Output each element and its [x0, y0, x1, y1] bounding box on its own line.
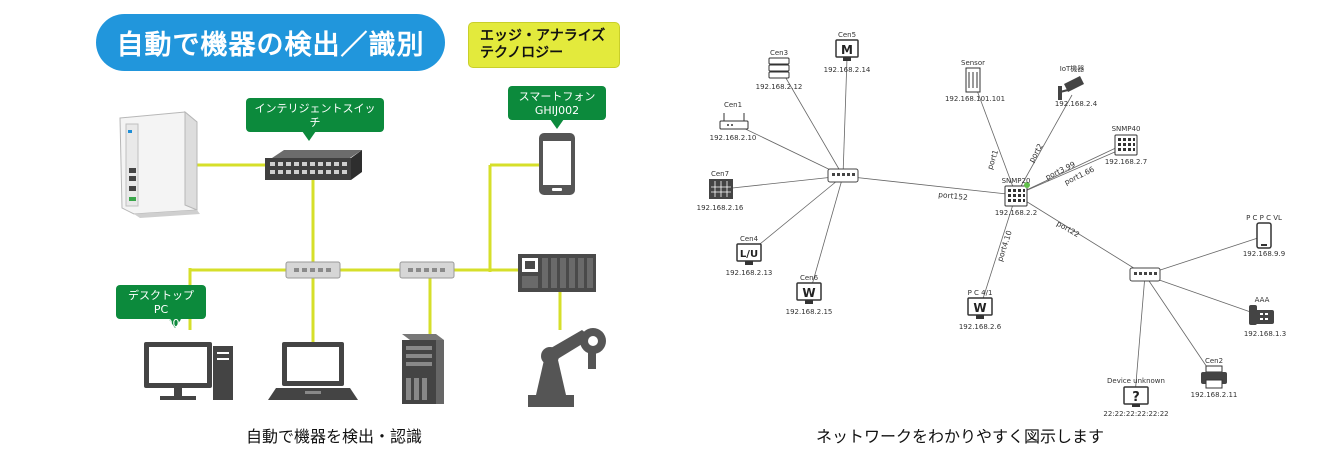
node-glyph: M — [841, 43, 853, 57]
node-glyph: ? — [1132, 390, 1140, 405]
node-ip: 192.168.2.10 — [710, 134, 757, 142]
cables — [188, 163, 562, 345]
plc-icon — [518, 254, 596, 292]
node-ip: 192.168.2.7 — [1105, 158, 1147, 166]
switch-callout: インテリジェントスイッチ ABCD001 — [246, 98, 384, 143]
node-name: Cen6 — [800, 274, 819, 282]
smartphone-icon — [539, 133, 575, 195]
node-name: Cen1 — [724, 101, 742, 109]
node-name: P C P C VL — [1246, 214, 1282, 222]
node-ip: 192.168.2.16 — [697, 204, 744, 212]
hub-icon — [827, 168, 859, 183]
callout-line: EFGH003 — [135, 317, 187, 330]
node-name: Cen4 — [740, 235, 759, 243]
telephone-icon — [1249, 305, 1274, 325]
node-ip: 192.168.1.3 — [1244, 330, 1286, 338]
node-ip: 192.168.2.14 — [824, 66, 871, 74]
topology-links — [722, 57, 1265, 396]
monitor-lu-icon: L/U — [736, 243, 762, 265]
node-ip: 22:22:22:22:22:22 — [1103, 410, 1168, 418]
technology-badge: エッジ・アナライズ テクノロジー — [468, 22, 620, 68]
node-name: SNMP20 — [1002, 177, 1031, 185]
switch-grid-icon — [1004, 182, 1030, 207]
node-name: P C 4/1 — [968, 289, 993, 297]
node-name: Sensor — [961, 59, 985, 67]
port-label: port152 — [938, 190, 969, 202]
phone-icon — [1256, 222, 1272, 249]
monitor-m-icon: M — [835, 39, 859, 61]
port-label: port22 — [1055, 219, 1081, 239]
callout-line: ABCD001 — [288, 130, 342, 143]
left-caption: 自動で機器を検出・認識 — [246, 427, 423, 446]
port-label: port1 — [985, 148, 1000, 170]
hub-icon — [1129, 267, 1161, 282]
server-icon — [768, 57, 790, 79]
node-glyph: W — [973, 301, 986, 315]
callout-line: デスクトップ PC — [128, 289, 194, 316]
edge-device-icon — [119, 110, 200, 218]
node-ip: 192.168.2.12 — [756, 83, 803, 91]
node-ip: 192.168.2.2 — [995, 209, 1037, 217]
node-ip: 192.168.101.101 — [945, 95, 1005, 103]
node-ip: 192.168.9.9 — [1243, 250, 1285, 258]
callout-line: インテリジェントスイッチ — [254, 102, 376, 129]
callout-line: スマートフォン — [518, 90, 596, 103]
rack-icon — [709, 179, 733, 199]
node-name: Cen7 — [711, 170, 729, 178]
desktop-callout: デスクトップ PC EFGH003 — [116, 285, 206, 330]
node-glyph: L/U — [740, 249, 758, 260]
tower-server-icon — [402, 334, 444, 404]
badge-line: テクノロジー — [480, 45, 564, 61]
monitor-w-icon: W — [796, 282, 822, 304]
node-name: IoT機器 — [1060, 64, 1085, 73]
laptop-icon — [268, 342, 358, 400]
node-name: AAA — [1255, 296, 1270, 304]
node-ip: 192.168.2.6 — [959, 323, 1002, 331]
node-glyph: W — [802, 286, 815, 300]
camera-icon — [1058, 76, 1084, 100]
page-title: 自動で機器の検出／識別 — [96, 14, 445, 71]
node-ip: 192.168.2.13 — [726, 269, 773, 277]
node-ip: 192.168.2.4 — [1055, 100, 1098, 108]
monitor-w-icon: W — [967, 297, 993, 319]
sensor-icon — [965, 67, 981, 93]
phone-callout: スマートフォン GHIJ002 — [508, 86, 606, 120]
node-name: Device unknown — [1107, 377, 1165, 385]
switch-grid-icon — [1114, 134, 1138, 156]
hub-icon — [399, 261, 455, 279]
node-name: Cen2 — [1205, 357, 1223, 365]
node-name: Cen3 — [770, 49, 788, 57]
badge-line: エッジ・アナライズ — [480, 28, 606, 44]
printer-icon — [1201, 365, 1227, 389]
node-name: Cen5 — [838, 31, 856, 39]
robot-arm-icon — [528, 328, 606, 407]
intelligent-switch-icon — [265, 150, 362, 180]
unknown-icon: ? — [1123, 386, 1149, 407]
node-ip: 192.168.2.11 — [1191, 391, 1238, 399]
callout-line: GHIJ002 — [534, 104, 580, 117]
hub-icon — [285, 261, 341, 279]
router-icon — [719, 113, 749, 130]
node-name: SNMP40 — [1112, 125, 1141, 133]
right-caption: ネットワークをわかりやすく図示します — [816, 427, 1105, 446]
port-label: port4.10 — [995, 229, 1014, 263]
node-ip: 192.168.2.15 — [786, 308, 833, 316]
desktop-pc-icon — [144, 342, 233, 400]
port-label: port2 — [1027, 142, 1045, 164]
